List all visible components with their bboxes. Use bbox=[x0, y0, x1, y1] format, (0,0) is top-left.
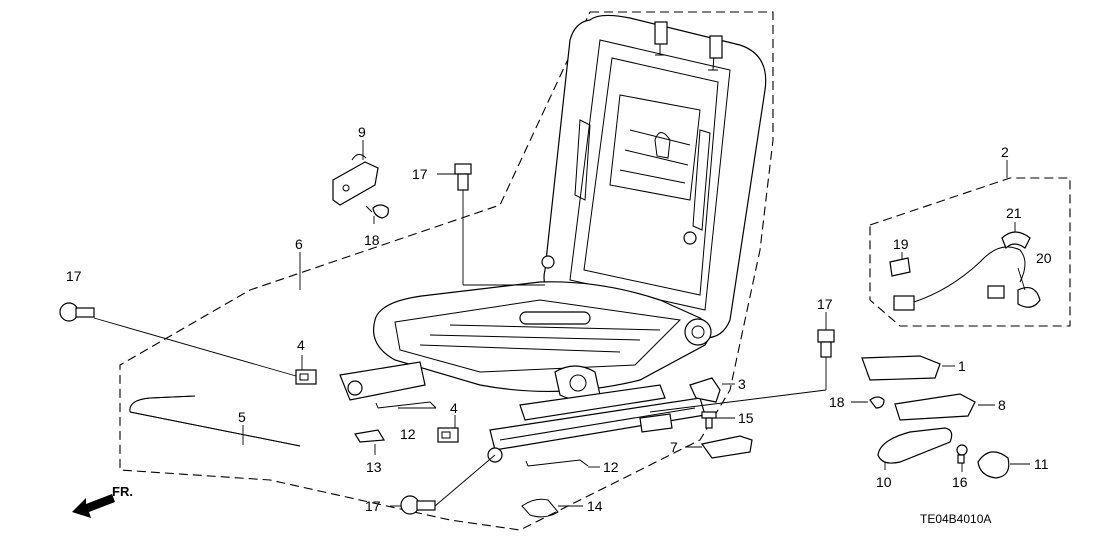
part-11-cap bbox=[977, 451, 1010, 479]
drawing-code: TE04B4010A bbox=[920, 512, 991, 526]
part-7-bracket bbox=[700, 435, 753, 459]
part-15-screw bbox=[701, 411, 717, 429]
callout-12-lower: 12 bbox=[603, 459, 619, 475]
callout-5: 5 bbox=[238, 409, 246, 425]
part-18-clip-lower bbox=[869, 396, 885, 409]
callout-20: 20 bbox=[1036, 250, 1052, 266]
seat-back-frame bbox=[541, 14, 767, 339]
callout-9: 9 bbox=[358, 124, 366, 140]
part-4-clip-center bbox=[437, 427, 459, 443]
part-12-spring-lower bbox=[525, 459, 589, 467]
part-3-bracket bbox=[689, 377, 721, 403]
part-17-bolt-upper bbox=[454, 163, 472, 191]
part-17-bolt-lower bbox=[400, 495, 436, 515]
callout-4-center: 4 bbox=[450, 400, 458, 416]
callout-13: 13 bbox=[366, 459, 382, 475]
seat-cushion-frame bbox=[373, 281, 712, 401]
direction-label: FR. bbox=[112, 484, 133, 499]
callout-10: 10 bbox=[876, 474, 892, 490]
callout-8: 8 bbox=[998, 397, 1006, 413]
part-13-clip bbox=[354, 429, 386, 443]
seat-rails bbox=[339, 361, 706, 463]
part-8-cover bbox=[894, 393, 976, 421]
callout-21: 21 bbox=[1006, 205, 1022, 221]
callout-2: 2 bbox=[1001, 144, 1009, 160]
part-9-bracket bbox=[332, 154, 379, 206]
part-17-bolt-left bbox=[59, 302, 95, 322]
assembly-outline-2 bbox=[869, 177, 1071, 327]
part-16-screw bbox=[956, 444, 968, 464]
part-20-clamp bbox=[1017, 287, 1041, 308]
callout-1: 1 bbox=[958, 358, 966, 374]
callout-16: 16 bbox=[952, 474, 968, 490]
callout-15: 15 bbox=[738, 410, 754, 426]
part-5-rod bbox=[129, 395, 301, 447]
leader-lines bbox=[93, 140, 1030, 507]
callout-11: 11 bbox=[1034, 456, 1049, 472]
part-19-connector bbox=[889, 257, 911, 277]
part-18-clip-upper bbox=[365, 204, 389, 219]
callout-18-upper: 18 bbox=[364, 232, 380, 248]
callout-3: 3 bbox=[738, 376, 746, 392]
front-direction-arrow-icon: FR. bbox=[72, 484, 133, 518]
assembly-outline-6 bbox=[119, 11, 774, 531]
callout-17-lower: 17 bbox=[365, 498, 381, 514]
part-14-wire bbox=[521, 498, 559, 518]
part-17-bolt-right bbox=[817, 329, 835, 358]
callout-4-left: 4 bbox=[297, 337, 305, 353]
part-21-clamp bbox=[1001, 231, 1031, 250]
wire-harness bbox=[893, 246, 1026, 311]
part-4-clip-left bbox=[295, 369, 317, 385]
callout-19: 19 bbox=[893, 236, 909, 252]
part-10-handle bbox=[877, 427, 953, 464]
callout-12-upper: 12 bbox=[400, 426, 416, 442]
callout-18-lower: 18 bbox=[829, 394, 845, 410]
callout-7: 7 bbox=[670, 439, 678, 455]
part-1-cover bbox=[861, 355, 941, 381]
callout-6: 6 bbox=[295, 236, 303, 252]
callout-14: 14 bbox=[587, 498, 603, 514]
callout-17-right: 17 bbox=[817, 296, 833, 312]
part-12-spring-upper bbox=[375, 401, 437, 409]
callout-17-upper: 17 bbox=[412, 166, 428, 182]
callout-17-left: 17 bbox=[66, 268, 82, 284]
